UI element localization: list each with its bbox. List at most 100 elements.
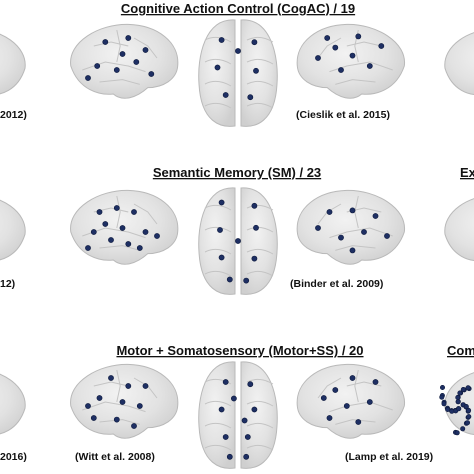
cluster-node [466, 414, 472, 420]
motor-top-node [222, 379, 229, 385]
cluster-node [455, 394, 461, 400]
motor-right-brain [296, 363, 405, 439]
motor-top-node [226, 453, 233, 460]
cogac-right-node [378, 43, 385, 49]
sm-top-node [253, 224, 259, 231]
cogac-left-sulcus [133, 37, 158, 59]
sm-right-sulcus [335, 245, 376, 251]
cogac-left-sulcus [82, 61, 146, 73]
sm-right-node [372, 213, 379, 219]
cogac-left-node [142, 47, 149, 53]
cogac-right-sulcus [346, 41, 382, 47]
cogac-left-sulcus [93, 41, 129, 47]
cluster-node [455, 399, 461, 405]
motor-right-sulcus [329, 401, 393, 413]
sm-top-sulcus [246, 226, 274, 233]
brain-renderings [0, 19, 474, 469]
motor-left-node [90, 415, 97, 421]
motor-top-brain [198, 361, 278, 469]
cogac-top-sulcus [246, 102, 274, 109]
motor-right-node [320, 395, 327, 401]
motor-left-node [108, 375, 114, 381]
motor-left-node [142, 383, 149, 389]
motor-top-sulcus [246, 400, 274, 407]
cogac-left-node [119, 51, 126, 57]
cogac-top-node [235, 48, 241, 54]
motor-right-sulcus [317, 377, 342, 399]
sm-left-sulcus [133, 203, 158, 225]
motor-right-node [372, 379, 379, 385]
motor-right-node [332, 387, 339, 393]
cluster-node [445, 406, 451, 412]
cogac-top-node [218, 37, 225, 43]
motor-top-node [243, 453, 250, 460]
sm-top-sulcus [246, 270, 274, 277]
sm-edge-left-brain [0, 199, 26, 261]
sm-top-sulcus [204, 270, 232, 277]
motor-right-node [326, 415, 333, 421]
sm-right-node [349, 207, 356, 214]
sm-top-sulcus [204, 248, 232, 255]
cogac-left-node [133, 59, 140, 65]
cogac-top-sulcus [204, 36, 232, 43]
sm-top-sulcus [204, 226, 232, 233]
motor-right-sulcus [335, 419, 376, 425]
cogac-top-node [222, 92, 229, 98]
cogac-left-sulcus [99, 79, 140, 85]
motor-left-node [125, 383, 132, 389]
sm-top-node [235, 238, 241, 244]
sm-top-sulcus [246, 248, 274, 255]
motor-left-sulcus [99, 419, 140, 425]
cluster-node [464, 420, 470, 426]
sm-left-node [119, 225, 126, 231]
motor-top-node [230, 395, 237, 402]
cluster-node [454, 430, 460, 436]
cut-title-com: Com [447, 343, 474, 358]
cogac-left-sulcus [116, 29, 121, 63]
sm-left-sulcus [99, 245, 140, 251]
sm-left-node [142, 229, 149, 235]
motor-left-node [131, 423, 137, 429]
motor-right-node [343, 403, 350, 409]
sm-top-sulcus [246, 204, 274, 211]
cogac-edge-right-brain-outline [444, 32, 474, 95]
motor-edge-right-cluster [439, 384, 472, 436]
sm-right-node [361, 229, 367, 235]
sm-right-node [326, 209, 333, 215]
cluster-node [460, 386, 466, 392]
motor-right-outline [296, 363, 405, 439]
cogac-top-sulcus [204, 102, 232, 109]
panel-title-motor: Motor + Somatosensory (Motor+SS) / 20 [116, 343, 363, 358]
cut-title-ex: Ex [460, 165, 474, 180]
cogac-edge-left-brain-outline [0, 33, 26, 95]
motor-top-sulcus [204, 378, 232, 385]
cogac-edge-right-brain [444, 32, 474, 95]
motor-top-node [244, 434, 251, 440]
cogac-top-right-hemisphere [240, 19, 278, 127]
sm-edge-right-brain-outline [444, 198, 474, 261]
cluster-node [456, 406, 462, 412]
cogac-right-node [338, 67, 344, 73]
sm-top-node [251, 202, 258, 209]
cogac-right-node [315, 55, 321, 61]
cut-citation-2: 12) [0, 278, 15, 290]
sm-top-node [243, 277, 250, 284]
cluster-node [439, 384, 445, 390]
motor-top-sulcus [246, 378, 274, 385]
cogac-top-sulcus [246, 58, 274, 65]
cogac-left-node [85, 75, 91, 81]
sm-left-node [102, 221, 109, 227]
cogac-right-sulcus [317, 37, 342, 59]
cogac-top-node [253, 67, 259, 74]
motor-top-sulcus [246, 422, 274, 429]
sm-top-node [218, 199, 225, 206]
cogac-top-sulcus [204, 80, 232, 87]
motor-top-right-hemisphere [240, 361, 278, 469]
motor-top-sulcus [246, 444, 274, 451]
motor-right-node [355, 419, 362, 425]
sm-left-brain [70, 189, 179, 265]
cluster-node [449, 408, 455, 414]
sm-right-sulcus [329, 227, 393, 239]
cogac-top-left-hemisphere [198, 19, 236, 127]
